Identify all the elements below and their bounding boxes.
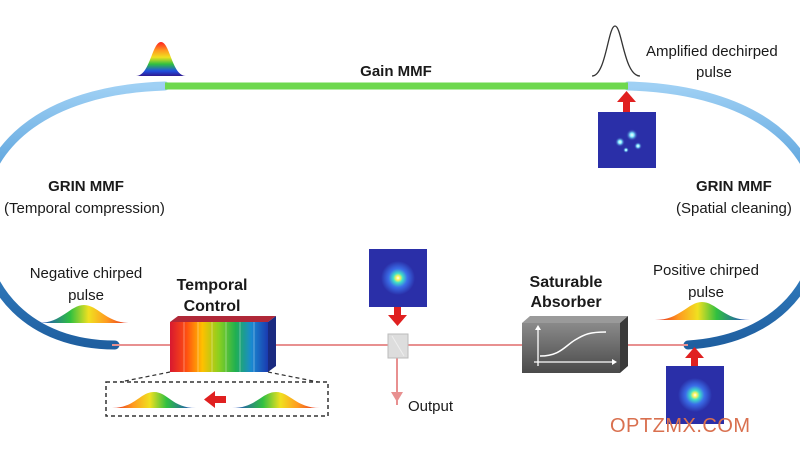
saturable-absorber-block — [522, 316, 628, 373]
fiber-ring — [0, 81, 800, 350]
mode-profile-icon-bottom — [666, 366, 724, 424]
up-arrow-icon-top — [617, 91, 636, 112]
positive-chirped-label-line1: Positive chirped — [653, 262, 759, 279]
up-arrow-icon-bottom — [685, 347, 704, 366]
negative-chirped-pulse-icon — [38, 305, 130, 323]
amplified-pulse-label-line1: Amplified dechirped — [646, 43, 778, 60]
grin-mmf-left-subtitle: (Temporal compression) — [4, 200, 165, 217]
negative-chirped-label-line1: Negative chirped — [30, 265, 143, 282]
temporal-control-block — [170, 316, 276, 372]
inset-compressed-pulse-icon — [112, 392, 196, 408]
inset-chirped-pulse-icon — [232, 392, 320, 408]
rainbow-gaussian-icon — [136, 42, 186, 76]
mode-profile-icon-center — [369, 249, 427, 307]
saturable-absorption-curve-icon — [534, 325, 617, 366]
saturable-absorber-label-line2: Absorber — [530, 294, 601, 311]
dechirped-pulse-icon — [591, 25, 641, 77]
grin-mmf-left-fiber — [0, 81, 170, 350]
temporal-control-label-line2: Control — [184, 298, 241, 315]
output-label: Output — [408, 398, 454, 415]
watermark: OPTZMX.COM — [610, 415, 751, 437]
gain-mmf-label: Gain MMF — [360, 63, 432, 80]
grin-mmf-right-title: GRIN MMF — [696, 178, 772, 195]
saturable-absorber-label-line1: Saturable — [530, 274, 603, 291]
positive-chirped-pulse-icon — [655, 302, 750, 320]
temporal-control-label-line1: Temporal — [177, 277, 248, 294]
down-arrow-icon-center — [388, 307, 407, 326]
mode-profile-icon-top — [598, 112, 656, 168]
temporal-control-inset — [105, 371, 329, 417]
negative-chirped-label-line2: pulse — [68, 287, 104, 304]
left-arrow-icon — [204, 391, 226, 408]
output-arrow-icon — [391, 392, 403, 402]
amplified-pulse-label-line2: pulse — [696, 64, 732, 81]
output-coupler — [387, 333, 409, 359]
positive-chirped-label-line2: pulse — [688, 284, 724, 301]
grin-mmf-right-subtitle: (Spatial cleaning) — [676, 200, 792, 217]
grin-mmf-right-fiber — [623, 81, 800, 350]
grin-mmf-left-title: GRIN MMF — [48, 178, 124, 195]
